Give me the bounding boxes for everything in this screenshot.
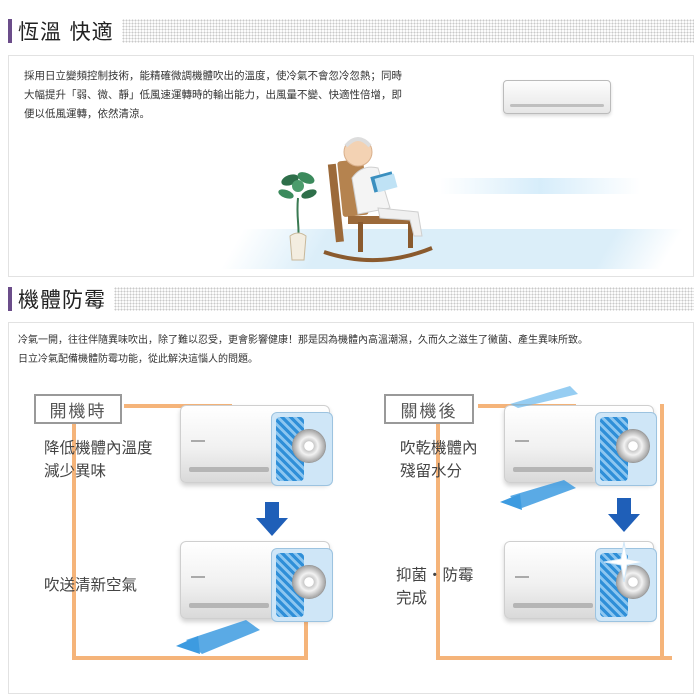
antimold-panel: [8, 322, 694, 694]
off-step1-line: 殘留水分: [400, 462, 463, 480]
header-dot-pattern: [121, 19, 694, 43]
cool-airflow: [440, 178, 640, 194]
down-arrow-icon: [608, 498, 640, 532]
off-step1-line: 吹乾機體內: [400, 439, 478, 457]
airflow-top-icon: [510, 386, 578, 408]
flow-line: [72, 656, 308, 660]
on-step1-line: 降低機體內溫度: [44, 439, 153, 457]
flow-line: [124, 404, 232, 408]
elderly-man-rocking-chair-image: [323, 137, 433, 263]
flow-line: [304, 620, 308, 660]
comfort-line: 採用日立變頻控制技術，能精確微調機體吹出的溫度，使冷氣不會忽冷忽熱；同時: [24, 70, 402, 82]
comfort-line: 大幅提升「弱、微、靜」低風速運轉時的輸出能力，出風量不變、快適性倍增，即: [24, 89, 402, 101]
potted-plant-image: [278, 172, 317, 261]
flow-line: [436, 424, 440, 660]
sparkle-icon: [604, 542, 644, 582]
airflow-icon: [176, 620, 260, 654]
antimold-line: 冷氣一開，往往伴隨異味吹出，除了難以忍受，更會影響健康！那是因為機體內高溫潮濕，…: [18, 335, 588, 346]
down-arrow-icon: [256, 502, 288, 536]
off-step1-text: 吹乾機體內 殘留水分: [400, 437, 478, 483]
label-power-on: 開機時: [34, 394, 122, 424]
ac-unit-off-1: [504, 405, 657, 486]
header-dot-pattern: [114, 287, 694, 311]
label-power-off: 關機後: [384, 394, 474, 424]
section-title: 機體防霉: [18, 288, 106, 312]
section-header-antimold: 機體防霉: [8, 284, 694, 314]
airflow-icon: [500, 480, 576, 510]
header-accent-bar: [8, 19, 12, 43]
ac-unit-off-2: [504, 541, 657, 622]
wall-ac-unit-image: [503, 80, 611, 114]
flow-line: [660, 404, 664, 660]
section-title: 恆溫 快適: [18, 20, 114, 44]
header-accent-bar: [8, 287, 12, 311]
section-header-comfort: 恆溫 快適: [8, 16, 694, 46]
off-step2-line: 抑菌・防霉: [396, 566, 474, 584]
ac-unit-on-1: [180, 405, 333, 486]
comfort-description: 採用日立變頻控制技術，能精確微調機體吹出的溫度，使冷氣不會忽冷忽熱；同時 大幅提…: [24, 67, 464, 124]
flow-line: [72, 424, 76, 660]
comfort-line: 便以低風運轉，依然清涼。: [24, 108, 150, 120]
on-step2-line: 吹送清新空氣: [44, 576, 138, 594]
off-step2-line: 完成: [396, 589, 428, 607]
flow-line: [436, 656, 672, 660]
on-step2-text: 吹送清新空氣: [44, 574, 137, 597]
off-step2-text: 抑菌・防霉 完成: [396, 564, 474, 610]
on-step1-text: 降低機體內溫度 減少異味: [44, 437, 153, 483]
antimold-description: 冷氣一開，往往伴隨異味吹出，除了難以忍受，更會影響健康！那是因為機體內高溫潮濕，…: [18, 331, 692, 369]
ac-unit-on-2: [180, 541, 333, 622]
on-step1-line: 減少異味: [44, 462, 107, 480]
antimold-line: 日立冷氣配備機體防霉功能，從此解決這惱人的問題。: [18, 354, 258, 365]
